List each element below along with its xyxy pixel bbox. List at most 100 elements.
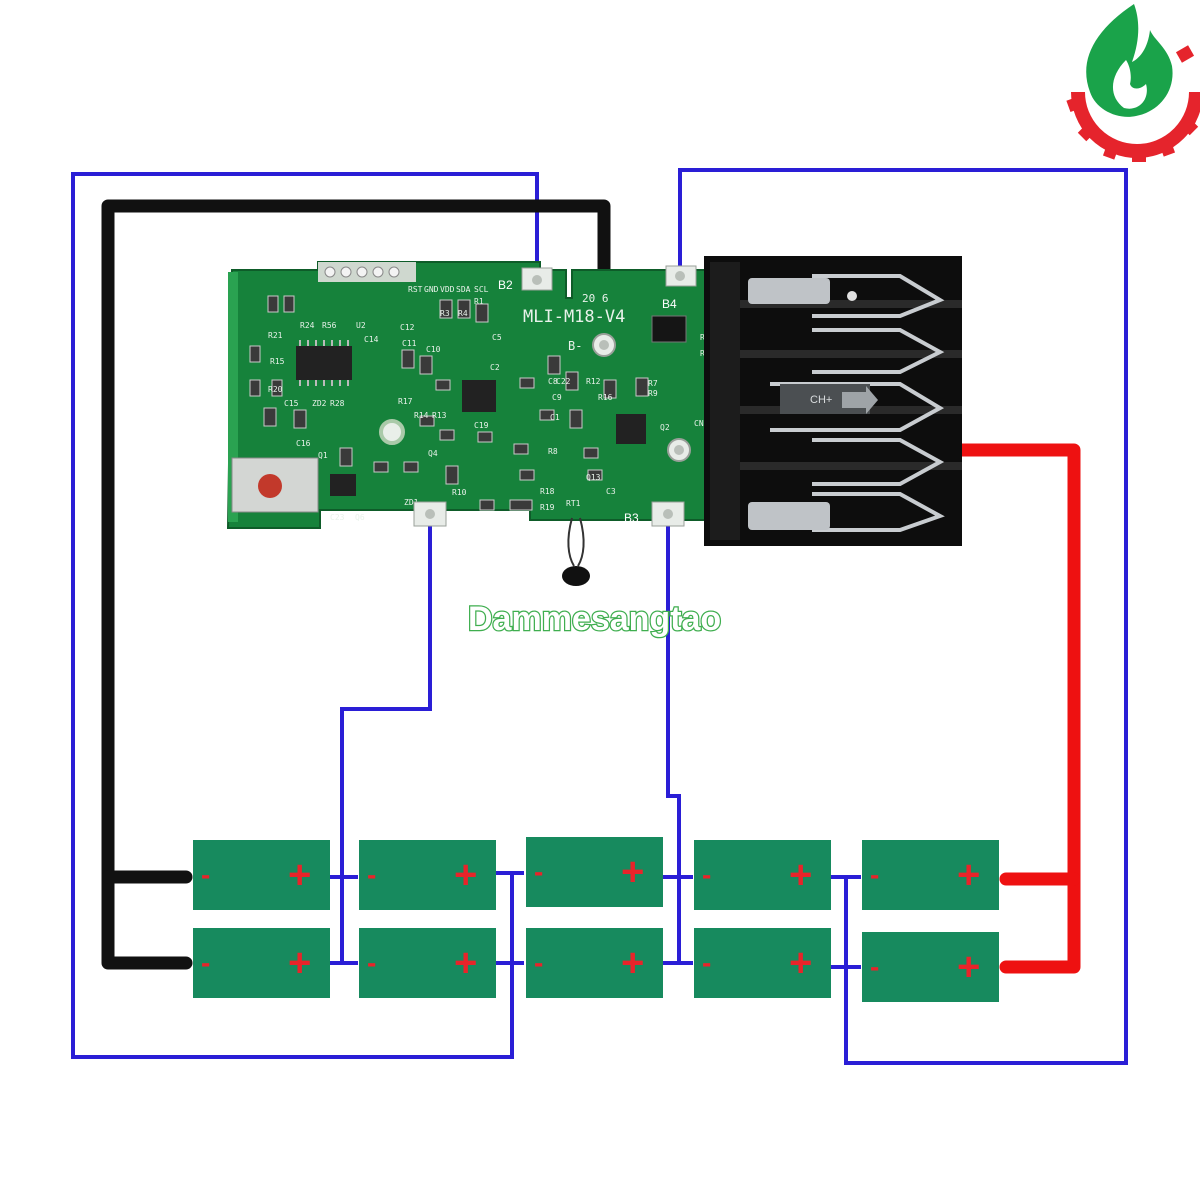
cell-body [694, 928, 831, 998]
svg-text:Q1: Q1 [318, 451, 328, 460]
watermark-text: Dammesangtao [468, 600, 721, 638]
smd-components [249, 295, 649, 511]
wire-b4 [678, 168, 1128, 1065]
svg-text:Q6: Q6 [355, 513, 365, 522]
cell-plus-sign: + [288, 941, 311, 985]
battery-cell: -+ [359, 928, 496, 998]
cell-minus-sign: - [201, 859, 210, 890]
cell-body [359, 840, 496, 910]
cell-body [359, 928, 496, 998]
cell-plus-sign: + [621, 850, 644, 894]
svg-text:R21: R21 [268, 331, 283, 340]
ic-afe [616, 414, 646, 444]
battery-cell: -+ [862, 932, 999, 1002]
gear-teeth [1066, 45, 1200, 162]
svg-text:VDD: VDD [440, 285, 455, 294]
svg-text:C14: C14 [364, 335, 379, 344]
svg-text:R56: R56 [322, 321, 337, 330]
svg-text:R10: R10 [452, 488, 467, 497]
svg-text:C11: C11 [402, 339, 417, 348]
cell-plus-sign: + [957, 853, 980, 897]
cell-body [862, 840, 999, 910]
cell-minus-sign: - [201, 947, 210, 978]
wire-b1 [340, 515, 432, 877]
svg-text:R24: R24 [300, 321, 315, 330]
cell-body [193, 840, 330, 910]
svg-text:U2: U2 [356, 321, 366, 330]
cell-minus-sign: - [870, 951, 879, 982]
battery-cell: -+ [359, 840, 496, 910]
svg-text:C19: C19 [474, 421, 489, 430]
flame-shape [1086, 4, 1173, 117]
cell-plus-sign: + [789, 853, 812, 897]
cell-plus-sign: + [454, 853, 477, 897]
cell-minus-sign: - [367, 859, 376, 890]
cell-body [526, 837, 663, 907]
svg-text:R9: R9 [648, 389, 658, 398]
solder-pads: B2 B4 B1 B3 [390, 265, 697, 527]
balance-wires [71, 168, 1128, 1065]
svg-text:R28: R28 [330, 399, 345, 408]
svg-text:R8: R8 [548, 447, 558, 456]
board-model: MLI-M18-V4 [523, 307, 625, 327]
cell-plus-sign: + [957, 945, 980, 989]
svg-text:C15: C15 [284, 399, 299, 408]
flame-gear-logo [1066, 4, 1200, 162]
svg-text:ZD2: ZD2 [312, 399, 327, 408]
wire-b2 [71, 172, 539, 1059]
cell-minus-sign: - [702, 947, 711, 978]
battery-cell: -+ [193, 840, 330, 910]
svg-text:C9: C9 [552, 393, 562, 402]
svg-text:C2: C2 [490, 363, 500, 372]
battery-cell: -+ [526, 928, 663, 998]
cell-body [694, 840, 831, 910]
battery-cell: -+ [694, 840, 831, 910]
svg-text:C16: C16 [296, 439, 311, 448]
svg-text:Q13: Q13 [586, 473, 601, 482]
header-pins [318, 262, 416, 282]
svg-text:SCL: SCL [474, 285, 489, 294]
inductor [651, 315, 687, 343]
svg-text:R13: R13 [432, 411, 447, 420]
cell-minus-sign: - [534, 947, 543, 978]
svg-text:C3: C3 [606, 487, 616, 496]
battery-cell: -+ [694, 928, 831, 998]
svg-text:SDA: SDA [456, 285, 471, 294]
svg-text:Q4: Q4 [428, 449, 438, 458]
ic-u2 [296, 346, 352, 380]
ic-mcu [462, 380, 496, 412]
svg-text:RST: RST [408, 285, 423, 294]
switch-button [258, 474, 282, 498]
svg-text:R14: R14 [414, 411, 429, 420]
svg-text:R1: R1 [474, 297, 484, 306]
battery-cell: -+ [862, 840, 999, 910]
svg-text:RT1: RT1 [566, 499, 581, 508]
cell-plus-sign: + [789, 941, 812, 985]
svg-text:C5: C5 [492, 333, 502, 342]
flame-inner [1112, 60, 1147, 109]
cell-body [862, 932, 999, 1002]
cell-body [526, 928, 663, 998]
svg-text:B4: B4 [662, 297, 677, 311]
svg-text:B3: B3 [624, 511, 639, 525]
cell-minus-sign: - [534, 856, 543, 887]
negative-wire [101, 199, 611, 970]
svg-text:C22: C22 [556, 377, 571, 386]
svg-text:R18: R18 [540, 487, 555, 496]
cell-minus-sign: - [702, 859, 711, 890]
svg-text:B1: B1 [390, 511, 405, 525]
svg-text:R20: R20 [268, 385, 283, 394]
wire-b3 [666, 515, 681, 877]
svg-text:Q2: Q2 [660, 423, 670, 432]
terminal-connector: CH+ [704, 256, 962, 546]
cell-minus-sign: - [870, 859, 879, 890]
svg-text:R17: R17 [398, 397, 413, 406]
pcb-board: MLI-M18-V4 20 6 B- ZD1 C23 Q6 R10 R18 R1… [226, 261, 721, 586]
svg-text:C12: C12 [400, 323, 415, 332]
svg-text:R19: R19 [540, 503, 555, 512]
battery-cell: -+ [193, 928, 330, 998]
svg-text:CH+: CH+ [810, 394, 832, 406]
battery-cell: -+ [526, 837, 663, 907]
